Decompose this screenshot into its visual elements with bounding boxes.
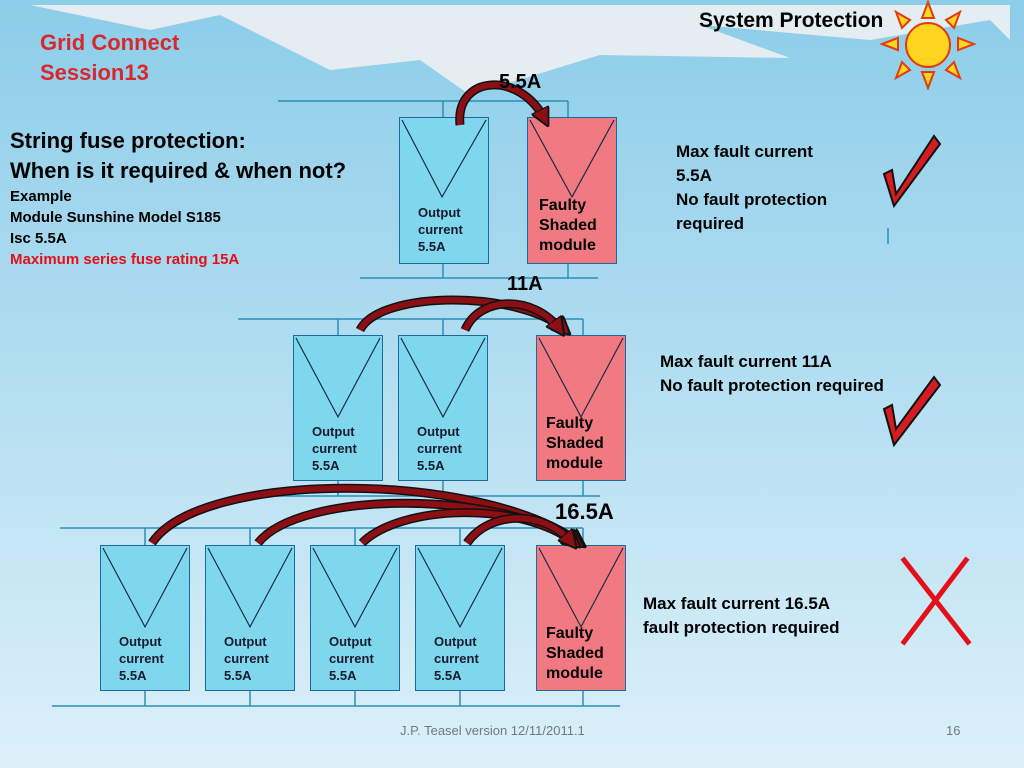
intro-module: Module Sunshine Model S185 bbox=[10, 209, 221, 226]
cloud-shape bbox=[30, 5, 1010, 95]
intro-isc: Isc 5.5A bbox=[10, 230, 67, 247]
row1-current-label: 5.5A bbox=[499, 71, 542, 93]
faulty-module-label: Faulty Shaded module bbox=[546, 415, 604, 472]
fault-arrow bbox=[463, 513, 572, 543]
course-title: Grid Connect Session13 bbox=[40, 28, 179, 88]
faulty-module-row3: Faulty Shaded module bbox=[536, 545, 626, 691]
module-row3-1: Output current 5.5A bbox=[100, 545, 190, 691]
footer-version: J.P. Teasel version 12/11/2011.1 bbox=[400, 723, 585, 738]
module-output-label: Output current 5.5A bbox=[434, 634, 479, 683]
module-output-label: Output current 5.5A bbox=[418, 205, 463, 254]
row3-result-text: Max fault current 16.5A fault protection… bbox=[643, 594, 840, 637]
section-title: System Protection bbox=[699, 9, 884, 32]
faulty-module-row1: Faulty Shaded module bbox=[527, 117, 617, 264]
intro-heading-line1: String fuse protection: bbox=[10, 128, 246, 153]
fault-arrow bbox=[455, 80, 545, 125]
intro-max-fuse: Maximum series fuse rating 15A bbox=[10, 251, 240, 268]
course-title-line1: Grid Connect bbox=[40, 30, 180, 55]
module-row3-3: Output current 5.5A bbox=[310, 545, 400, 691]
intro-example: Example bbox=[10, 188, 72, 205]
module-row2-1: Output current 5.5A bbox=[293, 335, 383, 481]
module-row1-1: Output current 5.5A bbox=[399, 117, 489, 264]
module-output-label: Output current 5.5A bbox=[329, 634, 374, 683]
module-output-label: Output current 5.5A bbox=[224, 634, 269, 683]
faulty-module-row2: Faulty Shaded module bbox=[536, 335, 626, 481]
module-row2-2: Output current 5.5A bbox=[398, 335, 488, 481]
module-output-label: Output current 5.5A bbox=[417, 424, 462, 473]
module-output-label: Output current 5.5A bbox=[119, 634, 164, 683]
cross-mark-icon bbox=[900, 556, 972, 646]
check-mark-icon bbox=[882, 134, 942, 244]
row1-result-text: Max fault current 5.5A No fault protecti… bbox=[676, 142, 828, 233]
fault-arrow bbox=[460, 299, 560, 330]
row2-result-text: Max fault current 11A No fault protectio… bbox=[660, 352, 884, 395]
row3-current-label: 16.5A bbox=[555, 499, 614, 524]
course-title-line2: Session13 bbox=[40, 60, 149, 85]
footer-page-number: 16 bbox=[946, 723, 961, 738]
faulty-module-label: Faulty Shaded module bbox=[539, 197, 597, 254]
check-mark-icon bbox=[882, 375, 942, 448]
module-row3-4: Output current 5.5A bbox=[415, 545, 505, 691]
intro-heading-line2: When is it required & when not? bbox=[10, 158, 347, 183]
sun-icon bbox=[880, 0, 976, 90]
row2-current-label: 11A bbox=[507, 273, 543, 295]
module-row3-2: Output current 5.5A bbox=[205, 545, 295, 691]
intro-block: String fuse protection: When is it requi… bbox=[10, 126, 346, 270]
module-output-label: Output current 5.5A bbox=[312, 424, 357, 473]
faulty-module-label: Faulty Shaded module bbox=[546, 625, 604, 682]
